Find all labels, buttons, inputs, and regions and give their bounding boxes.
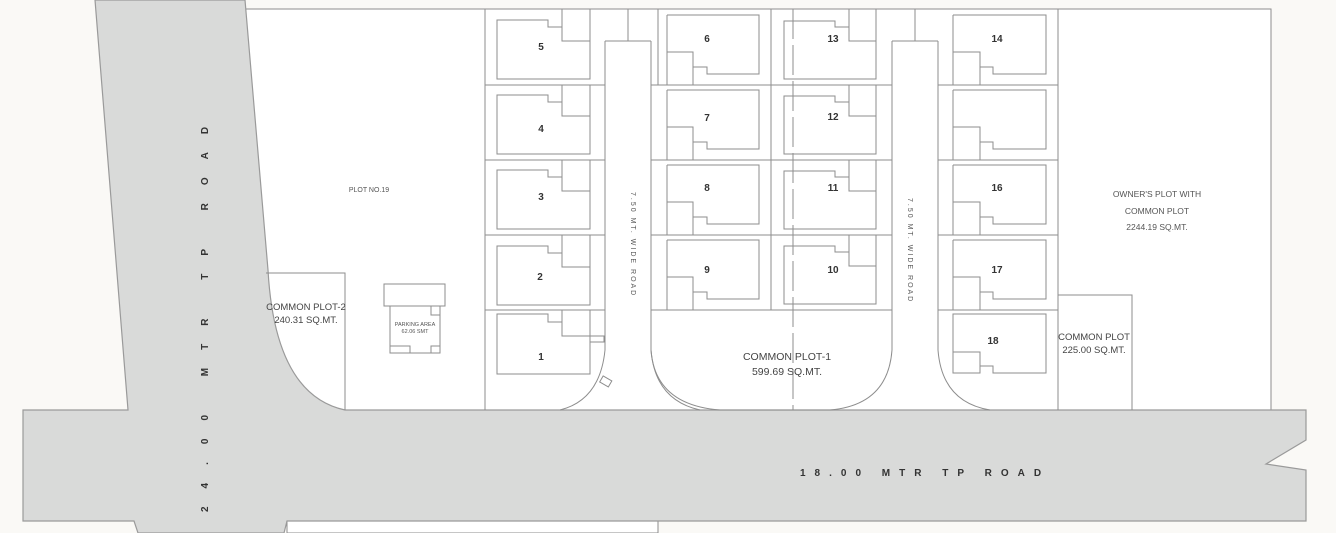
common-plot-1-area: 599.69 SQ.MT. (752, 366, 822, 378)
plot-number-1: 1 (538, 352, 544, 363)
plot-number-10: 10 (827, 265, 839, 276)
left-plot-column (484, 9, 613, 410)
plot-number-17: 17 (991, 265, 1003, 276)
common-plot-1-title: COMMON PLOT-1 (743, 351, 831, 363)
plot-number-13: 13 (827, 34, 839, 45)
common-plot-2-boundary (266, 272, 346, 410)
right-plot-column (938, 9, 1133, 410)
owners-plot-line1: OWNER'S PLOT WITH (1113, 189, 1201, 199)
owners-plot-line2: COMMON PLOT (1125, 206, 1189, 216)
owners-plot-area: 2244.19 SQ.MT. (1126, 222, 1187, 232)
internal-road-left-label: 7.50 MT. WIDE ROAD (629, 192, 636, 297)
plot-number-3: 3 (538, 192, 544, 203)
main-road-label: 18.00 MTR TP ROAD (800, 468, 1050, 479)
middle-plot-block (650, 9, 893, 411)
common-plot-2-title: COMMON PLOT-2 (266, 302, 346, 313)
plot-number-7: 7 (704, 113, 710, 124)
site-boundary (244, 8, 1272, 411)
plot-number-2: 2 (537, 272, 543, 283)
plot-number-16: 16 (991, 183, 1003, 194)
side-road-label: 24.00 MTR TP ROAD (200, 109, 211, 512)
common-plot-2-area: 240.31 SQ.MT. (274, 315, 337, 326)
parking-title: PARKING AREA (395, 322, 436, 328)
plot-number-12: 12 (827, 112, 839, 123)
plot-number-4: 4 (538, 124, 544, 135)
plot-number-18: 18 (987, 336, 999, 347)
plot-number-11: 11 (828, 183, 839, 194)
plot-number-5: 5 (538, 42, 544, 53)
plot-number-9: 9 (704, 265, 710, 276)
side-road-24m (22, 0, 1307, 533)
plot-number-8: 8 (704, 183, 710, 194)
common-plot-title: COMMON PLOT (1058, 332, 1130, 343)
parking-area-value: 62.06 SMT (402, 329, 430, 335)
common-plot-area: 225.00 SQ.MT. (1062, 345, 1125, 356)
plot-number-14: 14 (991, 34, 1003, 45)
plot-19-label: PLOT NO.19 (349, 187, 389, 194)
bottom-plot-strip (286, 520, 659, 533)
internal-road-left (559, 9, 701, 411)
internal-road-right-label: 7.50 MT. WIDE ROAD (906, 198, 913, 303)
plot-number-6: 6 (704, 34, 710, 45)
parking-area (383, 283, 446, 354)
internal-road-right (891, 9, 991, 411)
